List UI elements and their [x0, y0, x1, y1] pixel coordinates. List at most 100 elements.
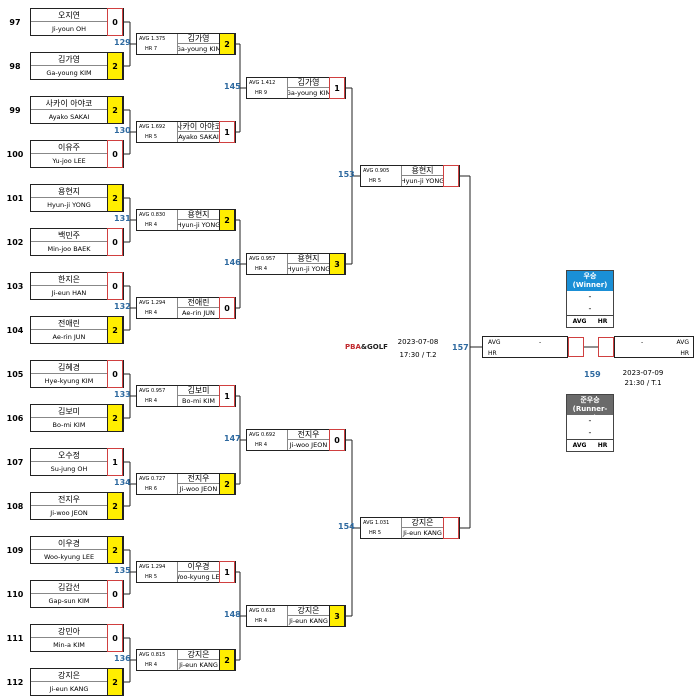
final-left-avg-value: -: [539, 339, 542, 346]
match-score: 1: [219, 385, 235, 407]
match-hr: HR 4: [255, 618, 268, 624]
match-score: 3: [329, 605, 345, 627]
match-player-name-en: Ga-young KIM: [287, 88, 329, 98]
match-hr: HR 4: [255, 266, 268, 272]
final-left-score: [568, 337, 584, 357]
semifinal-date: 2023-07-08: [397, 338, 439, 346]
match-player-name-en: Ae-rin JUN: [177, 308, 219, 318]
final-left-box: AVG - HR: [482, 336, 568, 358]
player-name: 김혜경: [31, 361, 107, 374]
match-avg: AVG 1.375: [139, 36, 166, 42]
match-number: 146: [224, 258, 241, 267]
match-hr: HR 6: [145, 486, 158, 492]
player-name-en: Ayako SAKAI: [48, 112, 90, 121]
match-player-name-en: Hyun-ji YONG: [177, 220, 219, 230]
player-score: 2: [107, 492, 123, 520]
player-score: 2: [107, 668, 123, 696]
winner-footer: AVG HR: [567, 315, 613, 327]
player-name-en: Bo-mi KIM: [52, 420, 86, 429]
match-player-name-en: Ji-eun KANG: [287, 616, 329, 626]
match-number: 153: [338, 170, 355, 179]
match-player-name: 강지은: [177, 650, 219, 660]
match-score: 1: [219, 561, 235, 583]
seed-number: 99: [9, 105, 21, 115]
player-score: 2: [107, 96, 123, 124]
player-score: 2: [107, 536, 123, 564]
player-name-en: Ji-eun HAN: [51, 288, 87, 297]
winner-hr: HR: [597, 318, 608, 325]
match-avg: AVG 0.692: [249, 432, 276, 438]
player-name: 김가영: [31, 53, 107, 66]
match-player-name: 전지우: [287, 430, 329, 440]
match-number: 145: [224, 82, 241, 91]
final-right-score: [598, 337, 614, 357]
player-score: 1: [107, 448, 123, 476]
pba-logo-brand: PBA: [345, 343, 361, 351]
match-player-name: 용현지: [401, 166, 443, 176]
match-avg: AVG 0.618: [249, 608, 276, 614]
winner-header: 우승 (Winner): [567, 271, 613, 291]
seed-number: 104: [6, 325, 24, 335]
match-number: 132: [114, 302, 131, 311]
match-score: 1: [329, 77, 345, 99]
seed-number: 103: [6, 281, 24, 291]
match-hr: HR 5: [145, 574, 158, 580]
runnerup-box: 준우승 (Runner-up) - - AVG HR: [566, 394, 614, 452]
match-player-name-en: Ji-woo JEON: [287, 440, 329, 450]
player-name: 김갑선: [31, 581, 107, 594]
match-avg: AVG 0.957: [139, 388, 166, 394]
player-name-en: Hyun-ji YONG: [47, 200, 91, 209]
player-name: 오지연: [31, 9, 107, 22]
match-avg: AVG 1.412: [249, 80, 276, 86]
seed-number: 110: [6, 589, 24, 599]
player-score: 0: [107, 272, 123, 300]
player-name: 강지은: [31, 669, 107, 682]
match-score: 0: [329, 429, 345, 451]
seed-number: 101: [6, 193, 24, 203]
player-name: 이유주: [31, 141, 107, 154]
match-player-name-en: Ji-woo JEON: [177, 484, 219, 494]
match-number-159: 159: [584, 370, 601, 379]
final-right-avg-value: -: [641, 339, 644, 346]
semifinal-schedule: 2023-07-08 17:30 / T.2: [390, 336, 446, 362]
player-name: 이우경: [31, 537, 107, 550]
match-score: 0: [219, 297, 235, 319]
match-number: 131: [114, 214, 131, 223]
final-left-hr-label: HR: [488, 350, 497, 357]
match-score: 2: [219, 473, 235, 495]
seed-number: 107: [6, 457, 24, 467]
match-number: 136: [114, 654, 131, 663]
player-name-en: Gap-sun KIM: [48, 596, 90, 605]
match-avg: AVG 1.294: [139, 300, 166, 306]
pba-logo-sub: &GOLF: [360, 343, 388, 351]
winner-line-1: -: [588, 292, 592, 301]
winner-line-2: -: [588, 304, 592, 313]
runnerup-header: 준우승 (Runner-up): [567, 395, 613, 422]
match-player-name: 사카이 아야코: [177, 122, 219, 132]
match-player-name-en: Ayako SAKAI: [177, 132, 219, 142]
match-number: 134: [114, 478, 131, 487]
match-player-name: 전애린: [177, 298, 219, 308]
winner-avg: AVG: [572, 318, 587, 325]
player-name: 강민아: [31, 625, 107, 638]
match-avg: AVG 0.815: [139, 652, 166, 658]
player-score: 0: [107, 228, 123, 256]
match-number: 133: [114, 390, 131, 399]
match-player-name-en: Bo-mi KIM: [177, 396, 219, 406]
seed-number: 98: [9, 61, 21, 71]
runnerup-footer: AVG HR: [567, 439, 613, 451]
match-number-final: 157: [452, 343, 469, 352]
